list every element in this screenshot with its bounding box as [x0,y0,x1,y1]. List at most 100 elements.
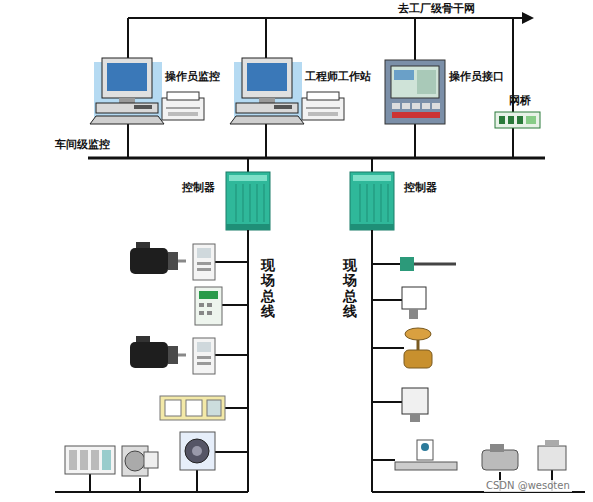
backbone-line [127,18,129,58]
left-devices [199,303,204,307]
device-label: 操作员监控 [165,70,220,83]
left-devices [199,311,204,315]
left-devices [195,287,222,325]
workstations [162,92,204,120]
device-node: 网桥 [495,94,540,128]
device-label: 控制器 [404,181,437,194]
right-devices [421,443,429,451]
left-devices [192,446,202,456]
shop-bus [127,124,129,158]
device-node: 工程师工作站 [234,58,373,124]
operator-panel [432,103,440,109]
field-bus [89,474,91,492]
device-node: 控制器 [350,172,439,230]
field-bus [222,304,248,306]
device-node: 控制器 [182,172,270,230]
right-devices [490,444,504,452]
right-devices [414,263,456,266]
right-devices [400,257,414,271]
right-devices [482,450,518,470]
left-devices [80,450,88,470]
shop-bus [512,128,514,158]
operator-panel [385,60,445,124]
operator-panel [417,70,436,94]
right-devices [405,328,431,340]
left-devices [199,291,218,299]
field-bus [139,478,141,492]
left-devices [102,450,111,470]
network-illustration [350,172,394,230]
device-label: 工程师工作站 [305,70,371,83]
device-label: 操作员接口 [449,70,504,83]
backbone-line [128,17,524,19]
backbone-line [265,18,267,58]
bus-label: 现场总线 [343,258,357,320]
right-devices [410,414,420,422]
left-devices [180,432,215,470]
right-devices [538,446,566,470]
watermark: CSDN @wesoten [484,480,572,492]
bridge-icon [495,112,540,128]
right-devices [409,309,418,319]
field-bus [215,261,248,263]
left-devices [125,451,145,471]
operator-panel [422,103,430,109]
left-devices [65,242,225,476]
field-bus [372,299,402,301]
left-devices [186,400,202,416]
network-label: 去工厂级骨干网 [398,2,475,15]
left-devices [193,244,215,280]
field-bus [55,230,585,492]
right-devices [402,287,426,309]
operator-panel [392,112,440,118]
device-label: 控制器 [182,181,215,194]
operator-panel [412,103,420,109]
right-devices [402,388,428,414]
right-devices [395,257,566,470]
right-devices [545,440,559,446]
operator-panel [394,70,414,80]
shop-bus [88,124,545,172]
shop-bus [414,124,416,158]
field-bus [215,354,248,356]
bridge-icon [499,116,505,124]
right-devices [417,440,433,460]
left-devices [160,396,225,420]
field-bus [372,459,395,461]
device-node: 操作员监控 [94,58,222,124]
left-devices [165,400,181,416]
operator-panel [392,103,400,109]
bus-label: 现场总线 [261,258,275,320]
bridge-icon [526,116,536,124]
field-bus [215,451,248,453]
shop-bus [265,124,267,158]
device-node: 操作员接口 [385,60,506,124]
arrow-head [522,12,534,24]
left-devices [69,450,77,470]
operator-panel [385,60,445,124]
left-devices [144,452,158,468]
left-devices [193,338,215,374]
field-bus [372,263,400,265]
bridge-icon [517,116,523,124]
workstations [90,58,344,124]
bridge-icon [495,112,540,128]
left-devices [130,242,186,274]
left-devices [185,439,209,463]
field-bus [371,230,373,492]
shop-bus [247,158,249,172]
left-devices [91,450,99,470]
backbone-line [414,18,416,60]
left-devices [65,446,115,474]
left-devices [207,303,212,307]
right-devices [404,350,432,368]
left-devices [207,311,212,315]
right-devices [395,462,457,470]
left-devices [207,400,221,416]
workstations [302,92,344,120]
right-devices [417,340,420,350]
field-bus [225,407,248,409]
left-devices [130,336,186,368]
